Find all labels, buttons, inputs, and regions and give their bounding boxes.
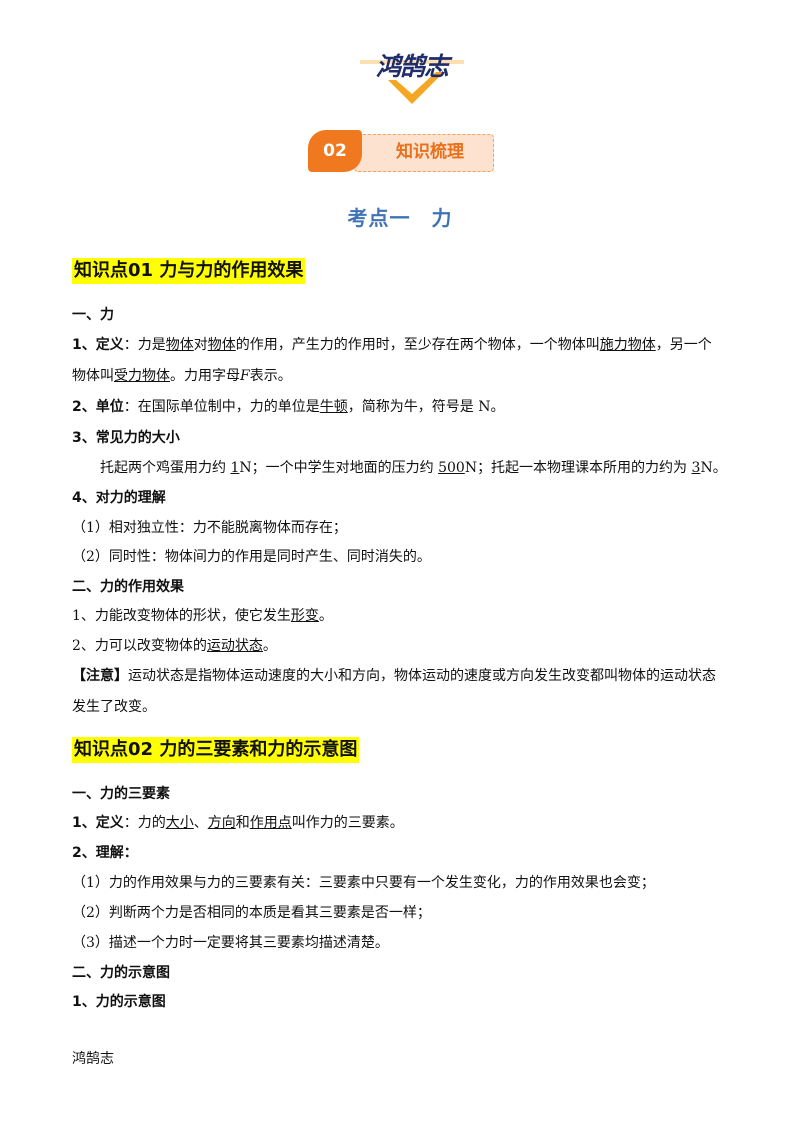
def-text: 对 (193, 337, 208, 353)
unit-text: ：在国际单位制中，力的单位是 (123, 399, 320, 415)
effect-text: 。 (262, 638, 277, 654)
note-text: 运动状态是指物体运动速度的大小和方向，物体运动的速度或方向发生改变都叫物体的运动… (128, 668, 716, 684)
def-text: 表示。 (249, 368, 292, 384)
underlined-term: 牛顿 (319, 399, 348, 415)
common-text: 托起两个鸡蛋用力约 (100, 460, 231, 476)
effect-item-1: 1、力能改变物体的形状，使它发生形变。 (72, 606, 333, 626)
logo-chevron-icon (360, 60, 464, 104)
underlined-term: 方向 (207, 815, 236, 831)
unit-num: 2、 (72, 399, 96, 415)
underlined-term: 作用点 (249, 815, 292, 831)
section-title: 考点一 力 (347, 206, 453, 230)
common-text: N。 (700, 460, 727, 476)
effect-item-2: 2、力可以改变物体的运动状态。 (72, 636, 277, 656)
badge-label-background (354, 134, 494, 172)
badge-label: 知识梳理 (396, 142, 464, 162)
def-text: 和 (235, 815, 250, 831)
badge-number-background (308, 130, 362, 172)
knowledge-point-2-title: 知识点02 力的三要素和力的示意图 (72, 737, 360, 763)
note-line-2: 发生了改变。 (72, 699, 156, 715)
unit-label: 单位 (95, 399, 124, 415)
note-line-1: 【注意】运动状态是指物体运动速度的大小和方向，物体运动的速度或方向发生改变都叫物… (72, 666, 716, 686)
def-num: 1、 (72, 337, 96, 353)
effect-text: 。 (318, 608, 333, 624)
three-understand-heading: 2、理解： (72, 845, 138, 861)
common-text: N；一个中学生对地面的压力约 (239, 460, 439, 476)
def-text: 、 (193, 815, 208, 831)
underlined-value: 3 (691, 460, 701, 476)
effect-text: 1、力能改变物体的形状，使它发生 (72, 608, 291, 624)
underlined-term: 受力物体 (114, 368, 170, 384)
effect-heading: 二、力的作用效果 (72, 579, 184, 595)
def-text: ：力的 (123, 815, 166, 831)
force-definition-line-2: 物体叫受力物体。力用字母F表示。 (72, 366, 292, 386)
badge-number: 02 (323, 141, 347, 161)
def-text: 。力用字母 (170, 368, 240, 384)
diagram-subheading: 1、力的示意图 (72, 994, 166, 1010)
force-symbol: F (240, 368, 250, 384)
def-label: 定义 (95, 815, 124, 831)
underlined-term: 形变 (290, 608, 319, 624)
understand-item-1: （1）相对独立性：力不能脱离物体而存在； (72, 520, 347, 536)
def-text: 的作用，产生力的作用时，至少存在两个物体，一个物体叫 (235, 337, 600, 353)
def-text: 叫作力的三要素。 (291, 815, 404, 831)
understand-force-heading: 4、对力的理解 (72, 490, 166, 506)
understand-item-2: （2）同时性：物体间力的作用是同时产生、同时消失的。 (72, 549, 431, 565)
def-label: 定义 (95, 337, 124, 353)
def-text: ，另一个 (655, 337, 712, 353)
diagram-heading: 二、力的示意图 (72, 965, 170, 981)
force-unit-line: 2、单位：在国际单位制中，力的单位是牛顿，简称为牛，符号是 N。 (72, 397, 504, 417)
underlined-term: 物体 (207, 337, 236, 353)
brand-logo: 鸿鹄志 (352, 50, 472, 110)
three-understand-item-2: （2）判断两个力是否相同的本质是看其三要素是否一样； (72, 905, 431, 921)
underlined-term: 运动状态 (206, 638, 263, 654)
logo-text: 鸿鹄志 (375, 52, 449, 81)
note-label: 【注意】 (72, 668, 128, 684)
def-num: 1、 (72, 815, 96, 831)
force-heading: 一、力 (72, 307, 114, 323)
knowledge-point-1-title: 知识点01 力与力的作用效果 (72, 258, 306, 284)
three-elements-definition: 1、定义：力的大小、方向和作用点叫作力的三要素。 (72, 813, 404, 833)
def-text: ：力是 (123, 337, 166, 353)
force-definition-line-1: 1、定义：力是物体对物体的作用，产生力的作用时，至少存在两个物体，一个物体叫施力… (72, 335, 712, 355)
common-force-line: 托起两个鸡蛋用力约 1N；一个中学生对地面的压力约 500N；托起一本物理课本所… (100, 458, 727, 478)
common-text: N；托起一本物理课本所用的力约为 (464, 460, 692, 476)
underlined-term: 大小 (165, 815, 194, 831)
three-understand-item-3: （3）描述一个力时一定要将其三要素均描述清楚。 (72, 935, 389, 951)
underlined-term: 物体 (165, 337, 194, 353)
page-footer: 鸿鹄志 (72, 1051, 114, 1067)
section-badge: 02 知识梳理 (308, 130, 494, 172)
underlined-value: 1 (230, 460, 240, 476)
three-elements-heading: 一、力的三要素 (72, 786, 170, 802)
effect-text: 2、力可以改变物体的 (72, 638, 207, 654)
common-force-heading: 3、常见力的大小 (72, 430, 180, 446)
unit-text: ，简称为牛，符号是 N。 (347, 399, 505, 415)
underlined-value: 500 (438, 460, 465, 476)
underlined-term: 施力物体 (599, 337, 656, 353)
three-understand-item-1: （1）力的作用效果与力的三要素有关：三要素中只要有一个发生变化，力的作用效果也会… (72, 875, 655, 891)
def-text: 物体叫 (72, 368, 114, 384)
